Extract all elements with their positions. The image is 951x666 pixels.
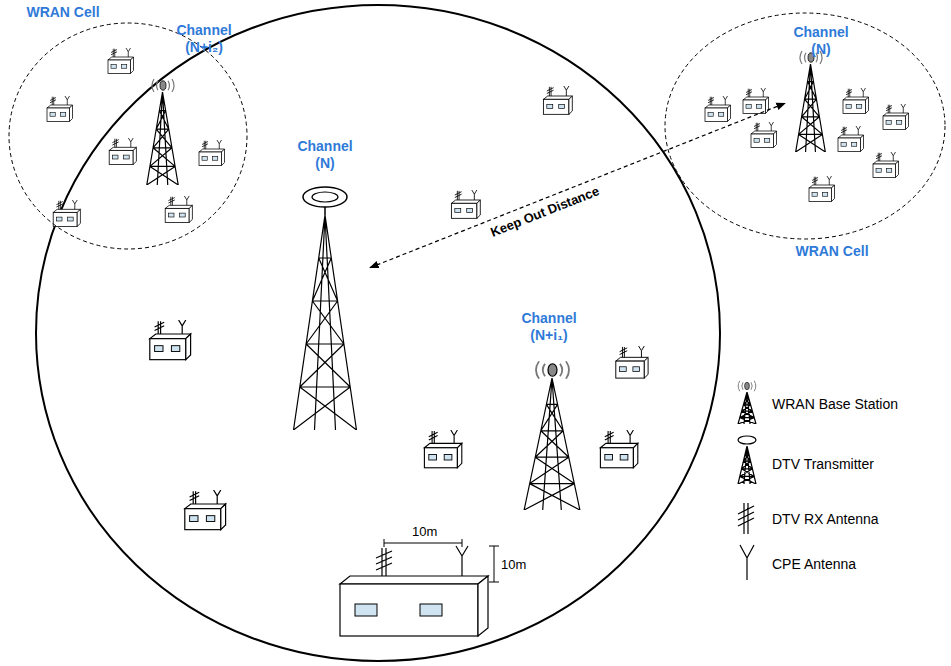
channel-label: Channel (N) [785, 24, 857, 58]
legend-text: WRAN Base Station [772, 396, 898, 413]
node-region: WRAN CellChannel (N) [664, 12, 946, 240]
cell-outline [8, 22, 248, 250]
legend-text: DTV Transmitter [772, 456, 874, 473]
dimension-label: 10m [501, 557, 526, 572]
channel-label: Channel (N+i₂) [168, 22, 240, 56]
edge-label: Keep Out Distance [486, 182, 603, 240]
node-region: Channel (N) [785, 24, 857, 154]
dimension-label: 10m [412, 524, 437, 539]
node-region: Channel (N) [280, 138, 370, 433]
node-region: Channel (N+i₁) [505, 310, 591, 512]
node-region: Channel (N+i₂) [140, 22, 240, 187]
channel-label: Channel (N) [292, 138, 358, 172]
node-region: WRAN CellChannel (N+i₂) [8, 22, 248, 250]
cell-title: WRAN Cell [18, 4, 108, 21]
cell-title: WRAN Cell [782, 243, 882, 260]
legend-text: DTV RX Antenna [772, 511, 879, 528]
legend-text: CPE Antenna [772, 556, 856, 573]
keep-out-arrow [370, 103, 785, 267]
channel-label: Channel (N+i₁) [513, 310, 585, 344]
cell-outline [664, 12, 946, 240]
